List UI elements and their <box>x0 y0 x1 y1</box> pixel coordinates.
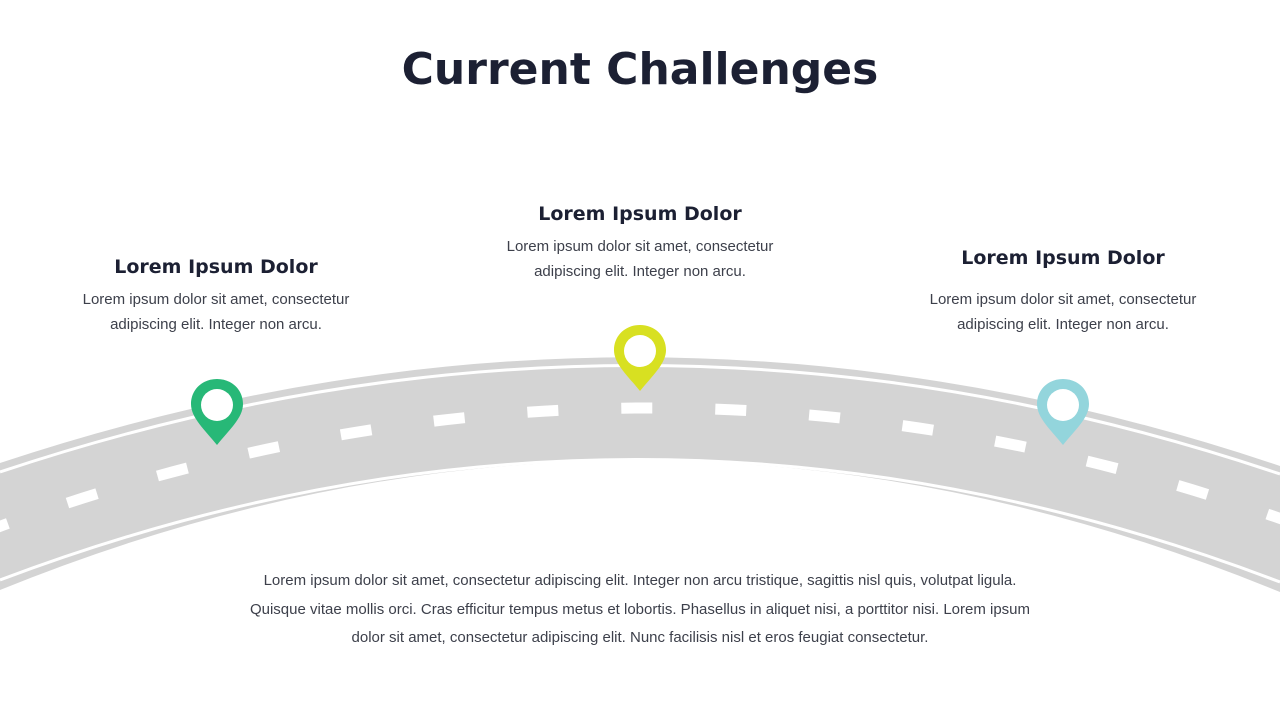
page-title: Current Challenges <box>401 44 879 95</box>
road-edge-line-bottom <box>0 458 1280 584</box>
map-pin-icon <box>1037 379 1089 445</box>
map-pin-icon <box>614 325 666 391</box>
milestone-heading: Lorem Ipsum Dolor <box>114 256 318 278</box>
milestone-card-right: Lorem Ipsum Dolor Lorem ipsum dolor sit … <box>893 247 1233 337</box>
road-surface <box>0 357 1280 592</box>
map-pin-icon <box>191 379 243 445</box>
milestone-description: Lorem ipsum dolor sit amet, consectetur … <box>506 238 774 280</box>
road-center-dashes <box>0 402 1280 533</box>
milestone-description: Lorem ipsum dolor sit amet, consectetur … <box>82 291 350 333</box>
milestone-heading: Lorem Ipsum Dolor <box>961 247 1165 269</box>
milestone-description: Lorem ipsum dolor sit amet, consectetur … <box>929 291 1197 333</box>
milestone-heading: Lorem Ipsum Dolor <box>538 203 742 225</box>
milestone-card-left: Lorem Ipsum Dolor Lorem ipsum dolor sit … <box>46 256 386 337</box>
milestone-card-center: Lorem Ipsum Dolor Lorem ipsum dolor sit … <box>470 203 810 284</box>
summary-paragraph: Lorem ipsum dolor sit amet, consectetur … <box>249 572 1031 646</box>
